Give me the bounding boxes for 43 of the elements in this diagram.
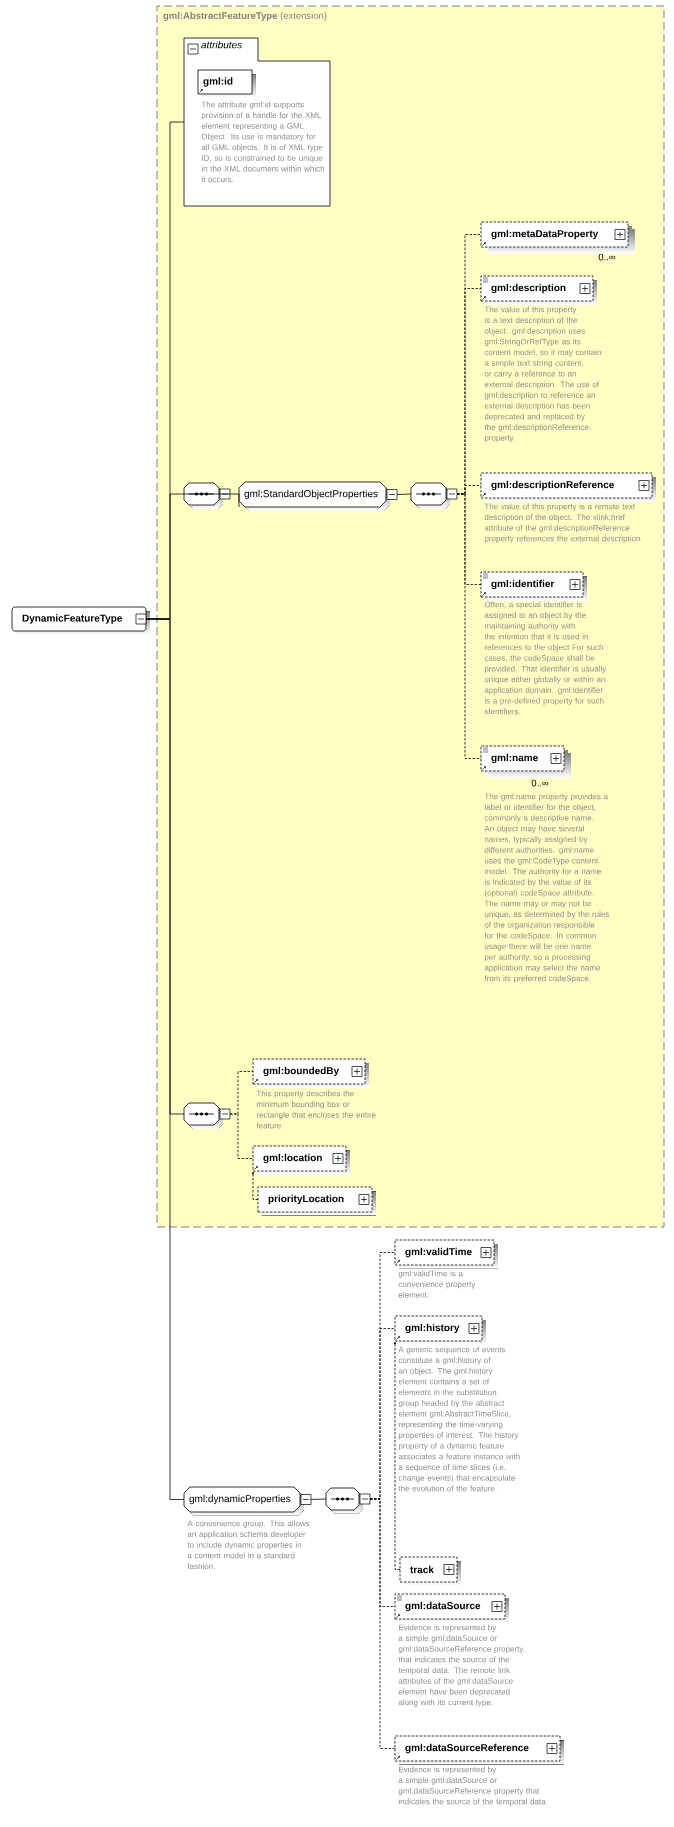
multiplicity-label: 0..∞	[598, 253, 616, 261]
element-box: DynamicFeatureType	[11, 606, 150, 635]
element-box: gml:name	[480, 745, 571, 778]
element-box: gml:location	[252, 1145, 350, 1175]
element-box: gml:metaDataProperty	[480, 221, 635, 254]
sequence-symbol	[325, 1487, 371, 1514]
group-box: gml:dynamicProperties	[183, 1486, 312, 1516]
element-box: gml:dataSource	[394, 1593, 509, 1623]
description-text: The value of this property is a text description of the object. gml:description uses gml:StringOrRefType as its content model, so it may contain a simple text string content, or carry a reference to an external description. The use of gml:description to reference an external description has been deprecated and replaced by the gml:descriptionReference property.	[484, 306, 601, 443]
connector	[396, 493, 412, 495]
sequence-symbol	[183, 482, 231, 509]
sequence-symbol	[410, 482, 458, 509]
description-text: The gml:name property provides a label or identifier for the object, commonly a descriptive name. An object may have several names, typically assigned by different authorities. gml:name uses the gml:CodeType content model. The authority for a name is indicated by the value of its (optional) codeSpace attribute. The name may or may not be unique, as determined by the rules of the organization responsible for the codeSpace. In common usage there will be one name per authority, so a processing application may select the name from its preferred codeSpace.	[484, 793, 610, 983]
connector	[145, 618, 185, 1500]
element-box: gml:id	[197, 69, 256, 98]
group-box: gml:StandardObjectProperties	[238, 481, 398, 511]
element-box: gml:description	[480, 275, 597, 305]
sequence-symbol	[183, 1102, 231, 1129]
description-text: Evidence is represented by a simple gml:dataSource or gml:dataSourceReference property that indicates the source of the temporal data. The remote link attributes of the gml:dataSource element have been deprecated along with its current type.	[398, 1624, 524, 1707]
element-box: gml:boundedBy	[252, 1058, 369, 1088]
connector	[310, 1498, 327, 1500]
description-text: A convenience group. This allows an application schema developer to include dynamic properties in a content model in a standard fashion.	[187, 1520, 310, 1570]
multiplicity-label: 0..∞	[531, 779, 549, 787]
description-text: A generic sequence of events constitute a gml:history of an object. The gml:history element contains a set of elements in the substitution group headed by the abstract element gml:AbstractTimeSlice, representing the time-varying properties of interest. The history property of a dynamic feature associates a feature instance with a sequence of time slices (i.e. change events) that encapsulate the evolution of the feature.	[398, 1346, 520, 1492]
connector	[183, 493, 240, 508]
description-text: The attribute gml:id supports provision of a handle for the XML element representing a GML Object. Its use is mandatory for all GML objects. It is of XML type ID, so is constrained to be unique in the XML document within which it occurs.	[201, 101, 325, 183]
element-box: gml:identifier	[480, 571, 587, 601]
connector	[393, 1341, 401, 1570]
connector	[251, 1171, 259, 1200]
connector	[456, 493, 482, 759]
element-box: gml:validTime	[394, 1239, 498, 1269]
connector	[369, 1498, 396, 1749]
element-box: gml:history	[394, 1315, 486, 1345]
description-text: gml:validTime is a convenience property element.	[398, 1270, 476, 1298]
description-text: This property describes the minimum bounding box or rectangle that encloses the entire feature.	[256, 1090, 376, 1129]
element-box: gml:descriptionReference	[480, 472, 656, 502]
connector	[229, 1113, 254, 1159]
description-text: Often, a special identifier is assigned to an object by the maintaining authority with the intention that it is used in references to the object For such cases, the codeSpace shall be provided. That identifier is usually unique either globally or within an application domain. gml:identifier is a pre-defined property for such identifiers.	[484, 601, 607, 715]
element-box: priorityLocation	[257, 1186, 376, 1216]
element-box: gml:dataSourceReference	[394, 1735, 564, 1765]
element-box: track	[399, 1556, 461, 1586]
description-text: The value of this property is a remote text description of the object. The xlink:href attribute of the gml:descriptionReference property references the external description.	[484, 503, 642, 543]
description-text: Evidence is represented by a simple gml:dataSource or gml:dataSourceReference property that indicates the source of the temporal data.	[398, 1766, 548, 1806]
